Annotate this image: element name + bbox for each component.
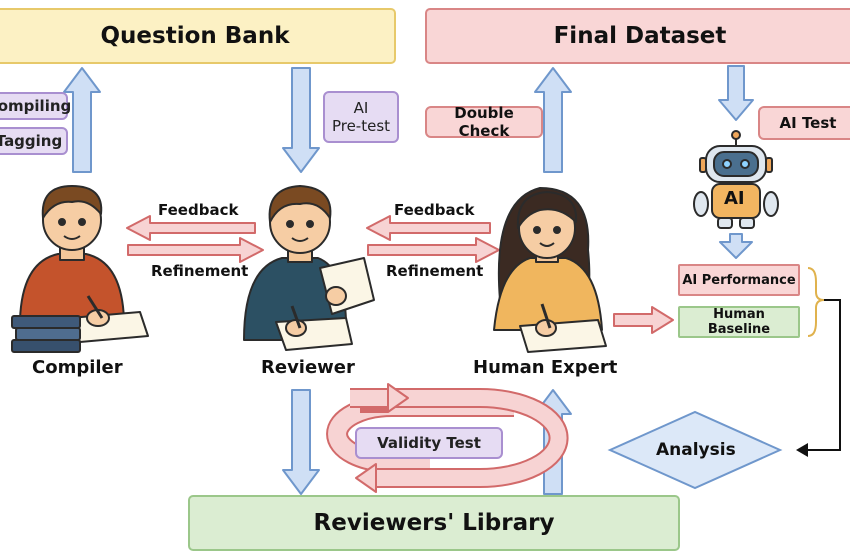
ai-pretest-line2: Pre-test [331,117,391,135]
arrow-refinement-compiler-to-reviewer [127,237,264,263]
arrow-feedback-reviewer-to-compiler [126,215,256,241]
human-baseline-box: Human Baseline [678,306,800,338]
book-stack-icon [11,315,81,353]
analysis-diamond [607,410,783,490]
arrow-final-dataset-to-ai-test [718,65,754,121]
reviewers-library-box: Reviewers' Library [188,495,680,551]
human-expert-label: Human Expert [473,357,618,378]
arrow-compiler-to-question-bank [63,67,101,173]
validity-test-box: Validity Test [355,427,503,459]
refinement-label-2: Refinement [386,262,484,280]
arrow-refinement-reviewer-to-expert [367,237,500,263]
bracket-results [807,267,825,337]
arrow-question-bank-to-reviewer [282,67,320,173]
ai-pretest-tag: AI Pre-test [323,91,399,143]
reviewer-label: Reviewer [261,357,355,378]
feedback-label-1: Feedback [158,201,239,219]
refinement-label-1: Refinement [151,262,249,280]
double-check-tag: Double Check [425,104,543,140]
robot-badge-text: AI [724,188,745,209]
tagging-tag: Tagging [0,127,68,155]
arrow-expert-to-results [613,306,674,334]
boy-writing-icon [19,185,149,343]
arrow-feedback-expert-to-reviewer [366,215,491,241]
ai-test-tag: AI Test [758,106,850,140]
feedback-label-2: Feedback [394,201,475,219]
analysis-label: Analysis [656,440,736,460]
final-dataset-box: Final Dataset [425,8,850,64]
girl-writing-icon [493,187,607,353]
question-bank-box: Question Bank [0,8,396,64]
arrow-results-to-analysis-head [796,443,808,457]
ai-pretest-line1: AI [353,99,369,117]
arrow-results-to-analysis [806,299,841,451]
robot-icon [693,130,779,229]
compiling-tag: Compiling [0,92,71,120]
boy-reading-paper-icon [243,185,375,351]
arrow-human-expert-to-final-dataset [534,67,572,173]
arrow-robot-to-ai-performance [719,233,753,259]
validity-loop-arrowhead-top [387,383,409,413]
validity-loop-arrowhead-bottom [355,463,377,493]
compiler-label: Compiler [32,357,123,378]
arrow-reviewer-to-library [282,389,320,495]
validity-test-loop [326,388,569,488]
ai-performance-box: AI Performance [678,264,800,296]
